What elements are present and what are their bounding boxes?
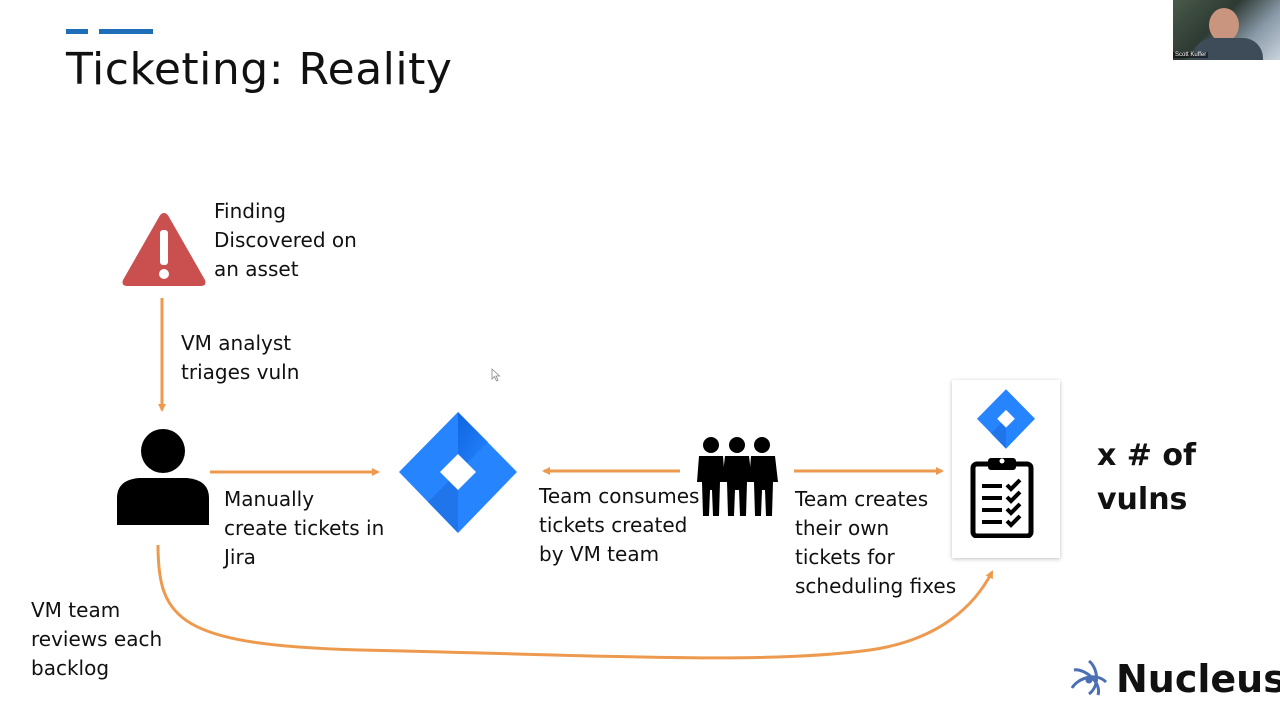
warning-triangle-icon [122,213,206,286]
vuln-count-label: x # of vulns [1097,438,1197,517]
clipboard-checklist-icon [970,458,1034,538]
backlog-card [952,380,1060,558]
accent-bar-long [99,29,153,34]
atom-icon [1070,659,1108,696]
presenter-body [1193,38,1263,60]
presenter-webcam: Scott Kuffer [1173,0,1280,60]
triage-label: VM analyst triages vuln [181,331,300,384]
accent-bar-short [66,29,88,34]
consume-label: Team consumes tickets created by VM team [539,484,700,566]
person-icon [117,429,209,525]
presenter-face [1209,8,1239,42]
presenter-name: Scott Kuffer [1173,52,1209,58]
review-label: VM team reviews each backlog [31,598,163,680]
create-label: Manually create tickets in Jira [224,487,385,569]
brand-name: Nucleus [1116,657,1280,701]
group-of-people-icon [697,437,778,516]
finding-label: Finding Discovered on an asset [214,199,357,281]
arrow-review [156,544,994,660]
own-tickets-label: Team creates their own tickets for sched… [795,487,957,598]
jira-logo-icon [399,412,517,533]
mouse-cursor-icon [491,368,501,382]
jira-logo-icon [976,389,1036,449]
slide-title: Ticketing: Reality [66,44,453,95]
